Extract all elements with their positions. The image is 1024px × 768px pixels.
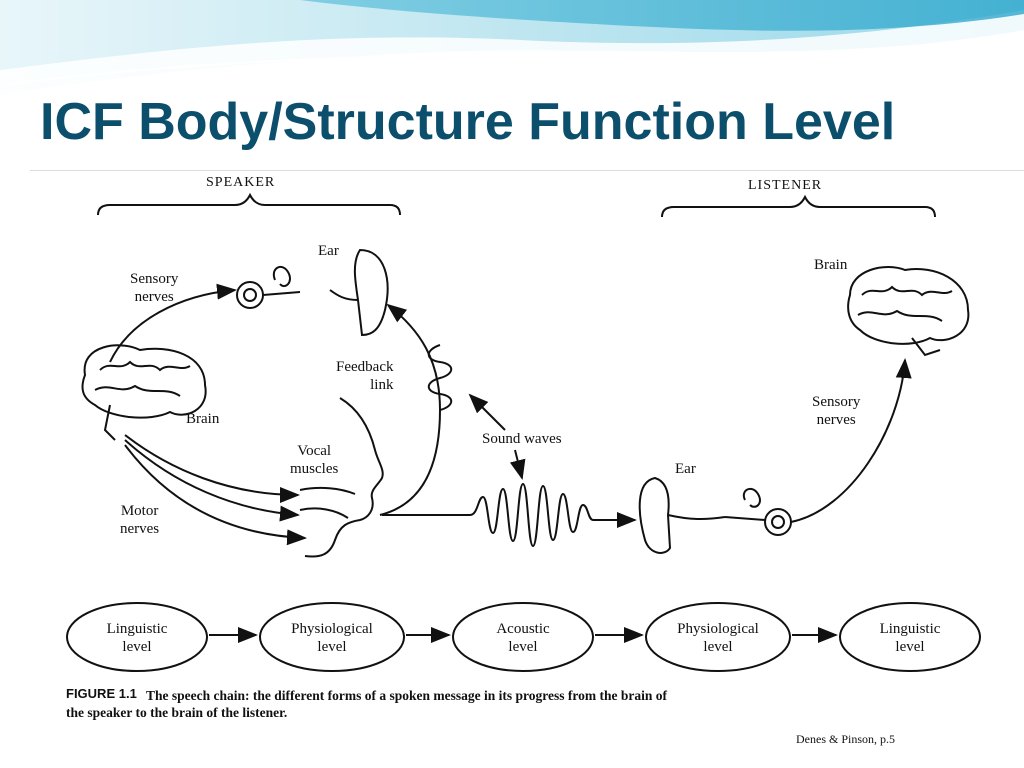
- level-ellipse-linguistic-speaker: [66, 602, 208, 672]
- motor-nerves-label: Motor nerves: [120, 503, 160, 537]
- listener-brain-icon: [847, 266, 970, 357]
- listener-sensory-nerves-label: Sensory nerves: [812, 394, 861, 428]
- listener-ear-icon: [638, 476, 792, 554]
- listener-bracket: [661, 194, 936, 218]
- motor-nerve-line-2: [124, 439, 300, 522]
- speaker-ear-icon: [236, 248, 389, 337]
- sensory-nerve-line: [109, 283, 237, 363]
- speaker-header: SPEAKER: [206, 175, 276, 190]
- title-divider: [30, 170, 1024, 171]
- figure-caption-text: The speech chain: the different forms of…: [146, 688, 667, 703]
- feedback-link-line: [379, 303, 442, 516]
- level-ellipse-linguistic-listener: [839, 602, 981, 672]
- level-label-2: Physiological level: [291, 621, 373, 655]
- level-label-4: Physiological level: [677, 621, 759, 655]
- header-banner: [0, 0, 1024, 110]
- level-ellipse-acoustic: [452, 602, 594, 672]
- speaker-sensory-nerves-label: Sensory nerves: [130, 271, 179, 305]
- speaker-brain-label: Brain: [186, 411, 220, 427]
- listener-header: LISTENER: [748, 178, 823, 193]
- listener-ear-label: Ear: [675, 461, 696, 477]
- feedback-link-label: Feedback link: [336, 359, 394, 393]
- sound-waves-label: Sound waves: [482, 431, 562, 447]
- speaker-face-icon: [299, 397, 384, 558]
- motor-nerve-line-3: [124, 444, 307, 546]
- level-label-5: Linguistic level: [879, 621, 941, 655]
- listener-sensory-nerve-line: [790, 358, 912, 523]
- sound-wave-path: [382, 482, 637, 548]
- level-label-1: Linguistic level: [106, 621, 168, 655]
- level-label-3: Acoustic level: [496, 621, 550, 655]
- page-title: ICF Body/Structure Function Level: [40, 93, 896, 151]
- speaker-ear-label: Ear: [318, 243, 339, 259]
- figure-caption-tag: FIGURE 1.1: [66, 686, 137, 701]
- speaker-brain-icon: [81, 344, 207, 441]
- speaker-bracket: [97, 192, 401, 216]
- motor-nerve-line-1: [124, 434, 300, 503]
- level-ellipse-physiological-speaker: [259, 602, 405, 672]
- level-ellipse-physiological-listener: [645, 602, 791, 672]
- vocal-muscles-label: Vocal muscles: [290, 443, 339, 477]
- listener-brain-label: Brain: [814, 257, 848, 273]
- source-credit: Denes & Pinson, p.5: [796, 732, 895, 746]
- figure-caption-line2: the speaker to the brain of the listener…: [66, 705, 288, 720]
